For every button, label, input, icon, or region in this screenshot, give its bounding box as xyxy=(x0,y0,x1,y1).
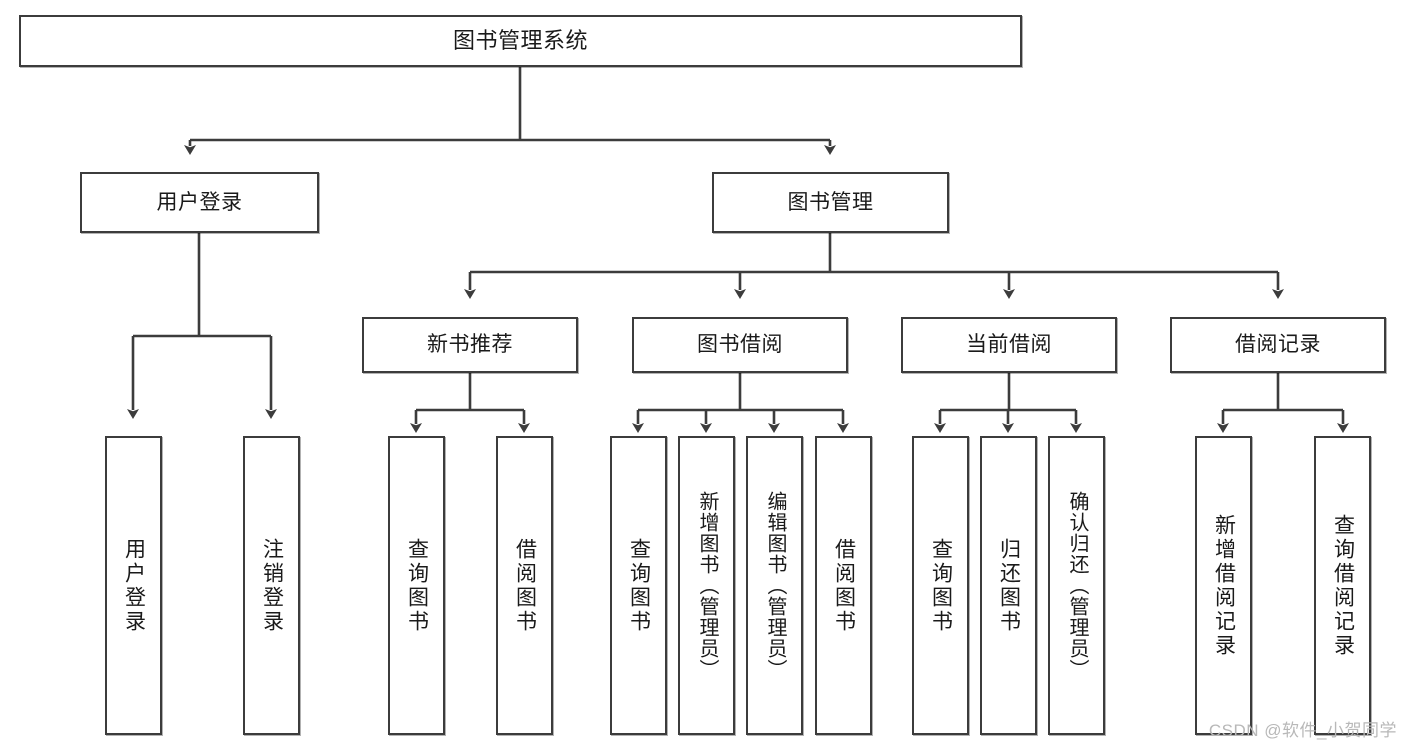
node-label: 图书管理 xyxy=(787,190,874,214)
node-leaf-new-book-query[interactable]: 查询图书 xyxy=(388,436,445,735)
node-label: 查询借阅记录 xyxy=(1331,513,1355,658)
node-leaf-user-login-signout[interactable]: 注销登录 xyxy=(243,436,300,735)
node-leaf-current-borrow-confirm-return-admin[interactable]: 确认归还（管理员） xyxy=(1048,436,1105,735)
node-leaf-new-book-borrow[interactable]: 借阅图书 xyxy=(496,436,553,735)
watermark-text: CSDN @软件_小贺同学 xyxy=(1208,721,1397,740)
node-label: 查询图书 xyxy=(405,537,429,634)
node-leaf-book-borrow-borrow[interactable]: 借阅图书 xyxy=(815,436,872,735)
node-leaf-book-borrow-query[interactable]: 查询图书 xyxy=(610,436,667,735)
node-leaf-user-login-signin[interactable]: 用户登录 xyxy=(105,436,162,735)
node-borrowing-record[interactable]: 借阅记录 xyxy=(1170,317,1386,373)
node-label: 当前借阅 xyxy=(966,333,1052,357)
node-label: 新书推荐 xyxy=(427,333,513,357)
node-leaf-book-borrow-edit-admin[interactable]: 编辑图书（管理员） xyxy=(746,436,803,735)
node-leaf-current-borrow-return[interactable]: 归还图书 xyxy=(980,436,1037,735)
node-label: 查询图书 xyxy=(627,537,651,634)
node-leaf-current-borrow-query[interactable]: 查询图书 xyxy=(912,436,969,735)
node-label: 用户登录 xyxy=(156,190,243,214)
node-label: 借阅图书 xyxy=(513,537,537,634)
node-label: 查询图书 xyxy=(929,537,953,634)
node-leaf-borrow-record-add[interactable]: 新增借阅记录 xyxy=(1195,436,1252,735)
node-label: 注销登录 xyxy=(260,537,284,634)
node-label: 借阅记录 xyxy=(1235,333,1321,357)
node-current-borrowing[interactable]: 当前借阅 xyxy=(901,317,1117,373)
node-label: 归还图书 xyxy=(997,537,1021,634)
node-book-management[interactable]: 图书管理 xyxy=(712,172,949,233)
node-label: 确认归还（管理员） xyxy=(1066,491,1088,680)
node-label: 图书管理系统 xyxy=(452,27,588,53)
node-label: 用户登录 xyxy=(122,537,146,634)
node-label: 图书借阅 xyxy=(697,333,783,357)
node-user-login[interactable]: 用户登录 xyxy=(80,172,319,233)
node-label: 新增借阅记录 xyxy=(1212,513,1236,658)
node-label: 新增图书（管理员） xyxy=(696,491,718,680)
node-book-borrowing[interactable]: 图书借阅 xyxy=(632,317,848,373)
node-leaf-borrow-record-query[interactable]: 查询借阅记录 xyxy=(1314,436,1371,735)
node-label: 编辑图书（管理员） xyxy=(764,491,786,680)
node-label: 借阅图书 xyxy=(832,537,856,634)
node-root-book-management-system[interactable]: 图书管理系统 xyxy=(19,15,1022,67)
node-new-book-recommendation[interactable]: 新书推荐 xyxy=(362,317,578,373)
node-leaf-book-borrow-add-admin[interactable]: 新增图书（管理员） xyxy=(678,436,735,735)
